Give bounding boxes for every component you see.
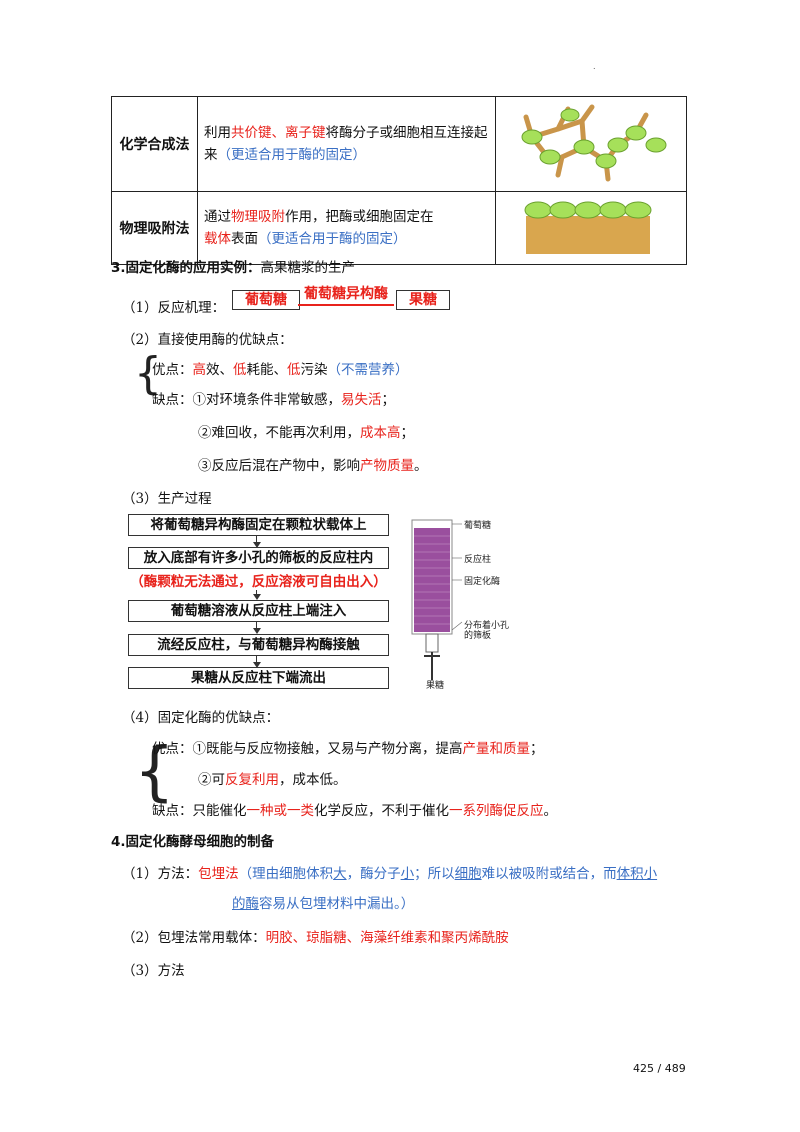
advantage-line-2: ②可反复利用，成本低。 bbox=[198, 772, 347, 788]
substrate-box: 葡萄糖 bbox=[232, 289, 300, 310]
flow-arrow bbox=[256, 656, 257, 664]
table-row: 物理吸附法 通过物理吸附作用，把酶或细胞固定在载体表面（更适合用于酶的固定） bbox=[111, 191, 688, 265]
sieve-label-1: 分布着小孔 bbox=[464, 621, 510, 631]
adsorption-image bbox=[524, 201, 652, 254]
disadvantage-line-2: ②难回收，不能再次利用，成本高； bbox=[198, 425, 414, 441]
disadvantage-line-1: 缺点：①对环境条件非常敏感，易失活； bbox=[152, 392, 395, 408]
adsorption-diagram bbox=[494, 191, 688, 265]
advantages-line: 优点：高效、低耗能、低污染（不需营养） bbox=[152, 362, 409, 378]
flow-arrow bbox=[256, 536, 257, 544]
flow-arrowhead bbox=[253, 662, 261, 668]
flow-arrowhead bbox=[253, 594, 261, 600]
direct-enzyme-label: （2）直接使用酶的优缺点： bbox=[122, 332, 293, 348]
flow-arrowhead bbox=[253, 628, 261, 634]
enzyme-label: 葡萄糖异构酶 bbox=[304, 286, 388, 302]
sieve-label-2: 的筛板 bbox=[464, 631, 492, 641]
method-description: 通过物理吸附作用，把酶或细胞固定在载体表面（更适合用于酶的固定） bbox=[196, 191, 496, 265]
left-brace: { bbox=[134, 735, 175, 809]
disadvantage-line-3: ③反应后混在产物中，影响产物质量。 bbox=[198, 458, 428, 474]
flow-step: 葡萄糖溶液从反应柱上端注入 bbox=[128, 600, 389, 622]
reaction-column-image bbox=[411, 519, 463, 680]
immobilized-enzyme-label: 固定化酶 bbox=[464, 577, 501, 587]
left-brace: { bbox=[134, 348, 162, 399]
section4-title: 4.固定化酶酵母细胞的制备 bbox=[111, 834, 275, 850]
flow-step: 流经反应柱，与葡萄糖异构酶接触 bbox=[128, 634, 389, 656]
reaction-arrow: 葡萄糖异构酶 bbox=[298, 283, 394, 306]
product-box: 果糖 bbox=[396, 289, 450, 310]
reaction-mechanism-label: （1）反应机理： bbox=[122, 300, 226, 316]
method-description: 利用共价键、离子键将酶分子或细胞相互连接起来（更适合用于酶的固定） bbox=[196, 96, 496, 192]
flow-arrow bbox=[256, 590, 257, 596]
flow-arrow bbox=[256, 622, 257, 630]
disadvantage-line: 缺点：只能催化一种或一类化学反应，不利于催化一系列酶促反应。 bbox=[152, 803, 557, 819]
reaction-column-diagram: 葡萄糖 反应柱 固定化酶 分布着小孔 的筛板 果糖 bbox=[404, 518, 524, 691]
section3-title: 3.固定化酶的应用实例：高果糖浆的生产 bbox=[111, 260, 356, 276]
header-mark: . bbox=[593, 62, 596, 71]
method-line: （1）方法：包埋法（理由细胞体积大，酶分子小；所以细胞难以被吸附或结合，而体积小 bbox=[122, 866, 658, 882]
fructose-label: 果糖 bbox=[426, 681, 445, 691]
chemical-bond-image bbox=[521, 104, 667, 182]
page-number: 425 / 489 bbox=[633, 1062, 686, 1075]
immobilization-table: 化学合成法 利用共价键、离子键将酶分子或细胞相互连接起来（更适合用于酶的固定） bbox=[111, 96, 688, 265]
method-name: 化学合成法 bbox=[111, 96, 198, 192]
method-name: 物理吸附法 bbox=[111, 191, 198, 265]
flow-note: （酶颗粒无法通过，反应溶液可自由出入） bbox=[130, 574, 387, 590]
table-row: 化学合成法 利用共价键、离子键将酶分子或细胞相互连接起来（更适合用于酶的固定） bbox=[111, 96, 688, 192]
glucose-label: 葡萄糖 bbox=[464, 521, 492, 531]
column-label: 反应柱 bbox=[464, 555, 492, 565]
method-steps-label: （3）方法 bbox=[122, 963, 185, 979]
immobilized-pros-cons-label: （4）固定化酶的优缺点： bbox=[122, 710, 280, 726]
arrow-line bbox=[298, 304, 394, 306]
production-process-label: （3）生产过程 bbox=[122, 491, 212, 507]
flow-step: 果糖从反应柱下端流出 bbox=[128, 667, 389, 689]
chemical-bond-diagram bbox=[494, 96, 688, 192]
flow-step: 放入底部有许多小孔的筛板的反应柱内 bbox=[128, 547, 389, 569]
flow-arrowhead bbox=[253, 542, 261, 548]
flow-step: 将葡萄糖异构酶固定在颗粒状载体上 bbox=[128, 514, 389, 536]
carrier-line: （2）包埋法常用载体：明胶、琼脂糖、海藻纤维素和聚丙烯酰胺 bbox=[122, 930, 509, 946]
advantage-line-1: 优点：①既能与反应物接触，又易与产物分离，提高产量和质量； bbox=[152, 741, 544, 757]
method-note-continued: 的酶容易从包埋材料中漏出。） bbox=[232, 896, 415, 912]
